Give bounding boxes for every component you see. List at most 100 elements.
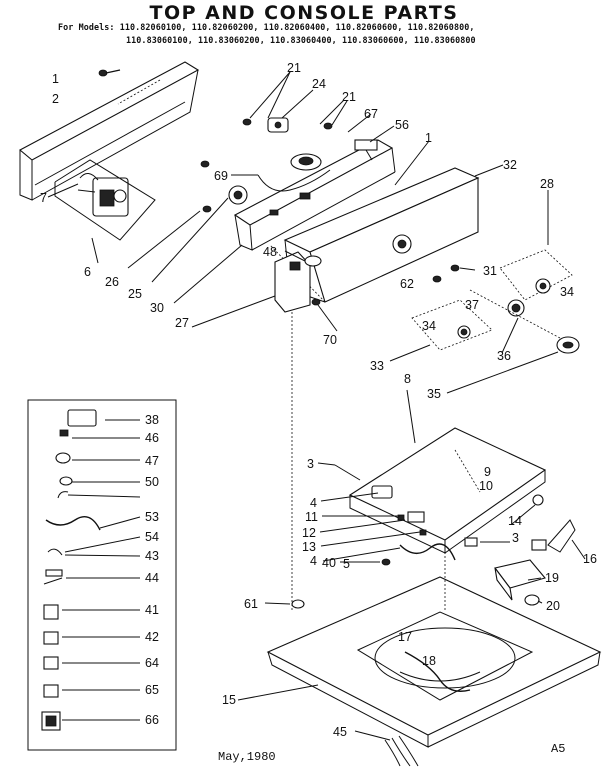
- legend-53: 53: [145, 510, 159, 524]
- callout-10: 10: [479, 479, 493, 493]
- legend-66: 66: [145, 713, 159, 727]
- callout-31: 31: [483, 264, 497, 278]
- legend-46: 46: [145, 431, 159, 445]
- models-line-1: For Models: 110.82060100, 110.82060200, …: [58, 22, 475, 32]
- legend-38: 38: [145, 413, 159, 427]
- callout-37: 37: [465, 298, 479, 312]
- part-48: [304, 255, 322, 267]
- callout-5: 5: [343, 557, 350, 571]
- page-title: TOP AND CONSOLE PARTS: [149, 2, 459, 24]
- knob-34-lower: [457, 325, 471, 339]
- callout-40: 40: [322, 556, 336, 570]
- screws-21: [200, 118, 333, 213]
- legend-64: 64: [145, 656, 159, 670]
- switch-part-25: [228, 185, 248, 205]
- callout-56: 56: [395, 118, 409, 132]
- lid-switch-assembly: [334, 464, 427, 536]
- leader-lines: [47, 71, 586, 741]
- callout-26: 26: [105, 275, 119, 289]
- callout-14: 14: [508, 514, 522, 528]
- callout-45: 45: [333, 725, 347, 739]
- legend-44: 44: [145, 571, 159, 585]
- date-footer: May,1980: [218, 750, 276, 764]
- wire-harness-upper: [399, 543, 456, 561]
- callout-6: 6: [84, 265, 91, 279]
- callout-7: 7: [40, 191, 47, 205]
- callout-34-a: 34: [560, 285, 574, 299]
- callout-8: 8: [404, 372, 411, 386]
- callout-2: 2: [52, 92, 59, 106]
- callout-61: 61: [244, 597, 258, 611]
- models-line-2: 110.83060100, 110.83060200, 110.83060400…: [126, 35, 476, 45]
- callout-18: 18: [422, 654, 436, 668]
- callout-21-b: 21: [342, 90, 356, 104]
- console-back-panel: [19, 61, 200, 201]
- callout-21-a: 21: [287, 61, 301, 75]
- legend-43: 43: [145, 549, 159, 563]
- legend-icons: [41, 409, 101, 731]
- screw-62: [432, 275, 442, 283]
- callout-34-b: 34: [422, 319, 436, 333]
- part-3-lower: [464, 537, 478, 547]
- part-40: [381, 558, 391, 566]
- callout-3-a: 3: [307, 457, 314, 471]
- callout-16: 16: [583, 552, 597, 566]
- callout-20: 20: [546, 599, 560, 613]
- callout-1-b: 1: [425, 131, 432, 145]
- switch-part-56: [354, 139, 378, 161]
- knob-34-upper: [535, 278, 551, 294]
- knob-35: [556, 336, 580, 354]
- callout-62: 62: [400, 277, 414, 291]
- power-cord-45: [384, 735, 419, 767]
- callout-17: 17: [398, 630, 412, 644]
- cabinet-top: [266, 540, 602, 748]
- knob-37: [507, 299, 525, 317]
- callout-30: 30: [150, 301, 164, 315]
- terminal-block-19: [494, 559, 546, 601]
- wire-harness-18: [404, 651, 471, 692]
- callout-11: 11: [305, 510, 318, 524]
- callout-19: 19: [545, 571, 559, 585]
- callout-12: 12: [302, 526, 316, 540]
- callout-35: 35: [427, 387, 441, 401]
- part-20: [524, 594, 540, 606]
- callout-3-b: 3: [512, 531, 519, 545]
- callout-69: 69: [214, 169, 228, 183]
- callout-32: 32: [503, 158, 517, 172]
- switch-part-24: [267, 117, 289, 133]
- screw-part-1: [98, 69, 121, 77]
- console-end-cap-27: [274, 251, 311, 313]
- knob-axis-line: [469, 289, 561, 339]
- callout-4-b: 4: [310, 554, 317, 568]
- knob-group-28: [499, 249, 573, 301]
- callout-27: 27: [175, 316, 189, 330]
- page-code: A5: [551, 742, 565, 756]
- screw-31: [450, 264, 460, 272]
- screw-70: [311, 298, 321, 306]
- legend-50: 50: [145, 475, 159, 489]
- legend-65: 65: [145, 683, 159, 697]
- callout-13: 13: [302, 540, 316, 554]
- callout-28: 28: [540, 177, 554, 191]
- legend-54: 54: [145, 530, 159, 544]
- callout-36: 36: [497, 349, 511, 363]
- console-housing: [269, 167, 480, 303]
- callout-numbers: 1 2 7 6 21 24 21 67 56 1 69 26 25 30 32 …: [40, 61, 597, 739]
- part-61: [291, 599, 305, 609]
- callout-25: 25: [128, 287, 142, 301]
- callout-67: 67: [364, 107, 378, 121]
- legend-41: 41: [145, 603, 159, 617]
- callout-70: 70: [323, 333, 337, 347]
- wiring-69: [257, 169, 331, 192]
- callout-48: 48: [263, 245, 277, 259]
- timer-motor: [77, 173, 129, 217]
- legend-42: 42: [145, 630, 159, 644]
- control-panel-bracket: [233, 139, 396, 251]
- callout-24: 24: [312, 77, 326, 91]
- legend-numbers: 38 46 47 50 53 54 43 44 41 42 64 65 66: [145, 413, 159, 727]
- callout-15: 15: [222, 693, 236, 707]
- callout-33: 33: [370, 359, 384, 373]
- knob-group-33: [411, 299, 493, 351]
- legend-box: [27, 399, 177, 751]
